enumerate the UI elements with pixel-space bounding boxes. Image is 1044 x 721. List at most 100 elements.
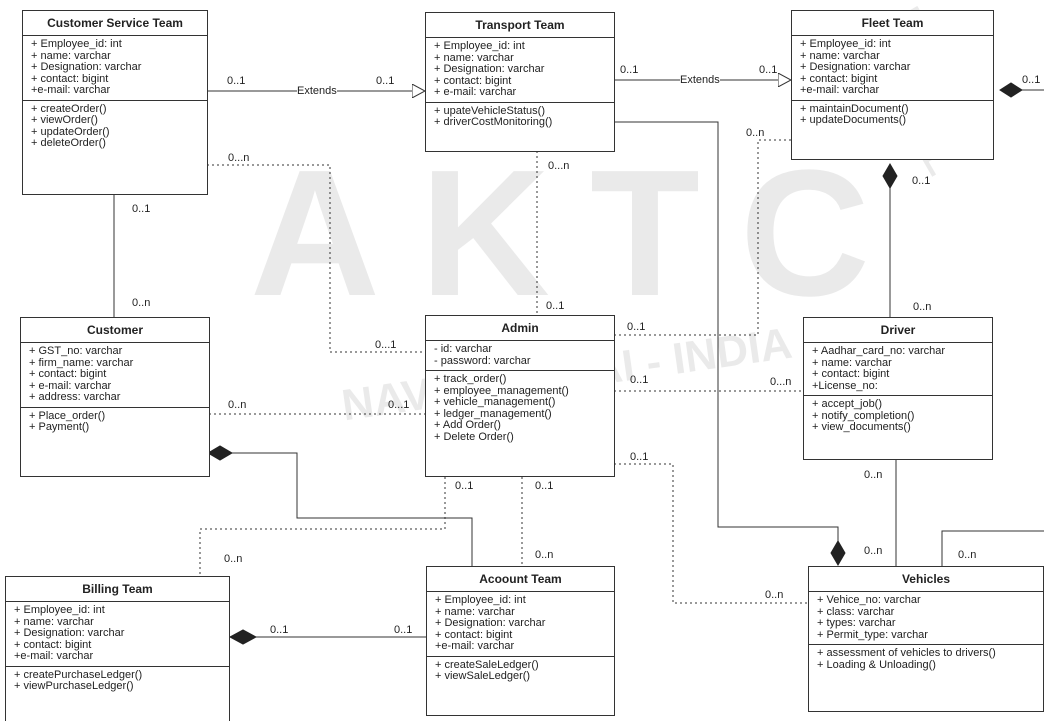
attribute: + Employee_id: int xyxy=(435,594,526,606)
operation: + track_order() xyxy=(434,373,507,385)
operation: + ledger_management() xyxy=(434,407,552,420)
attribute-list: + Vehice_no: varchar + class: varchar + … xyxy=(809,592,1043,645)
multiplicity-label: 0...n xyxy=(228,152,250,164)
class-billing-team[interactable]: Billing Team + Employee_id: int + name: … xyxy=(5,576,230,721)
operation: + Payment() xyxy=(29,421,90,433)
operation: + createOrder() xyxy=(31,102,107,115)
attribute: + GST_no: varchar xyxy=(29,345,123,357)
operation-list: + track_order() + employee_management() … xyxy=(426,371,614,446)
multiplicity-label: 0..1 xyxy=(455,480,474,492)
attribute: +e-mail: varchar xyxy=(435,640,515,652)
attribute: + types: varchar xyxy=(817,617,896,629)
multiplicity-label: 0...1 xyxy=(388,399,410,411)
multiplicity-label: 0..1 xyxy=(912,175,931,187)
operation: + notify_completion() xyxy=(812,409,915,422)
multiplicity-label: 0..1 xyxy=(132,203,151,215)
multiplicity-label: 0..n xyxy=(765,589,784,601)
multiplicity-label: 0..n xyxy=(224,553,243,565)
attribute: + Designation: varchar xyxy=(434,63,545,75)
multiplicity-label: 0..n xyxy=(746,127,765,139)
class-title: Driver xyxy=(804,318,992,343)
attribute-list: + Employee_id: int + name: varchar + Des… xyxy=(23,36,207,101)
operation: + Loading & Unloading() xyxy=(817,658,936,671)
link-fleet-admin xyxy=(614,139,791,336)
operation: + Add Order() xyxy=(434,419,501,431)
operation: + deleteOrder() xyxy=(31,137,106,149)
operation-list: + upateVehicleStatus() + driverCostMonit… xyxy=(426,103,614,132)
operation: + createPurchaseLedger() xyxy=(14,668,143,681)
operation: + updateOrder() xyxy=(31,125,110,138)
operation-list: + Place_order() + Payment() xyxy=(21,408,209,437)
attribute: + Designation: varchar xyxy=(31,61,142,73)
class-vehicles[interactable]: Vehicles + Vehice_no: varchar + class: v… xyxy=(808,566,1044,712)
attribute: - password: varchar xyxy=(434,354,531,367)
link-vehicles-right xyxy=(941,530,1044,566)
operation-list: + assessment of vehicles to drivers() + … xyxy=(809,645,1043,674)
operation-list: + createSaleLedger() + viewSaleLedger() xyxy=(427,657,614,686)
class-title: Transport Team xyxy=(426,13,614,38)
attribute: + contact: bigint xyxy=(14,638,92,651)
attribute-list: + Employee_id: int + name: varchar + Des… xyxy=(792,36,993,101)
attribute-list: + Employee_id: int + name: varchar + Des… xyxy=(426,38,614,103)
attribute: + Employee_id: int xyxy=(800,38,891,50)
composition-diamond-fleet-right xyxy=(999,82,1023,98)
multiplicity-label: 0...n xyxy=(548,160,570,172)
link-cs-admin xyxy=(207,164,425,353)
operation: + view_documents() xyxy=(812,421,911,433)
attribute: + Permit_type: varchar xyxy=(817,628,928,641)
operation: + viewPurchaseLedger() xyxy=(14,680,134,692)
class-transport-team[interactable]: Transport Team + Employee_id: int + name… xyxy=(425,12,615,152)
attribute: + address: varchar xyxy=(29,391,121,403)
attribute-list: + Employee_id: int + name: varchar + Des… xyxy=(6,602,229,667)
multiplicity-label: 0..n xyxy=(958,549,977,561)
class-driver[interactable]: Driver + Aadhar_card_no: varchar + name:… xyxy=(803,317,993,460)
link-admin-billing xyxy=(199,477,446,576)
multiplicity-label: 0..1 xyxy=(630,374,649,386)
multiplicity-label: 0..1 xyxy=(630,451,649,463)
attribute: + class: varchar xyxy=(817,605,895,618)
attribute: + Vehice_no: varchar xyxy=(817,594,921,606)
attribute: + contact: bigint xyxy=(435,628,513,641)
attribute: + Designation: varchar xyxy=(800,61,911,73)
link-customer-account xyxy=(232,452,473,566)
multiplicity-label: 0...1 xyxy=(375,339,397,351)
operation: + maintainDocument() xyxy=(800,102,909,115)
attribute: + Aadhar_card_no: varchar xyxy=(812,345,946,357)
attribute: + Designation: varchar xyxy=(435,617,546,629)
composition-diamond-billing xyxy=(228,629,258,645)
class-title: Admin xyxy=(426,316,614,341)
class-title: Customer Service Team xyxy=(23,11,207,36)
attribute: + name: varchar xyxy=(14,615,94,628)
extends-label: Extends xyxy=(297,85,337,97)
operation: + driverCostMonitoring() xyxy=(434,116,553,128)
attribute: + firm_name: varchar xyxy=(29,356,134,369)
attribute: +e-mail: varchar xyxy=(31,84,111,96)
operation-list: + createPurchaseLedger() + viewPurchaseL… xyxy=(6,667,229,696)
composition-diamond-fleet-driver xyxy=(882,163,898,189)
multiplicity-label: 0..n xyxy=(864,469,883,481)
multiplicity-label: 0..n xyxy=(913,301,932,313)
multiplicity-label: 0..n xyxy=(864,545,883,557)
class-admin[interactable]: Admin - id: varchar - password: varchar … xyxy=(425,315,615,477)
class-title: Vehicles xyxy=(809,567,1043,592)
class-customer-service-team[interactable]: Customer Service Team + Employee_id: int… xyxy=(22,10,208,195)
attribute: + Employee_id: int xyxy=(14,604,105,616)
composition-diamond-customer xyxy=(207,445,233,461)
multiplicity-label: 0..1 xyxy=(759,64,778,76)
operation: + employee_management() xyxy=(434,384,569,397)
multiplicity-label: 0..1 xyxy=(1022,74,1041,86)
attribute: + name: varchar xyxy=(435,605,515,618)
multiplicity-label: 0..n xyxy=(132,297,151,309)
class-account-team[interactable]: Acoount Team + Employee_id: int + name: … xyxy=(426,566,615,716)
attribute: + contact: bigint xyxy=(812,368,890,380)
operation: + updateDocuments() xyxy=(800,114,907,126)
class-title: Customer xyxy=(21,318,209,343)
attribute: + name: varchar xyxy=(812,356,892,369)
multiplicity-label: 0..1 xyxy=(627,321,646,333)
operation: + viewSaleLedger() xyxy=(435,670,531,682)
multiplicity-label: 0..1 xyxy=(227,75,246,87)
class-customer[interactable]: Customer + GST_no: varchar + firm_name: … xyxy=(20,317,210,477)
operation: + upateVehicleStatus() xyxy=(434,104,545,117)
class-fleet-team[interactable]: Fleet Team + Employee_id: int + name: va… xyxy=(791,10,994,160)
